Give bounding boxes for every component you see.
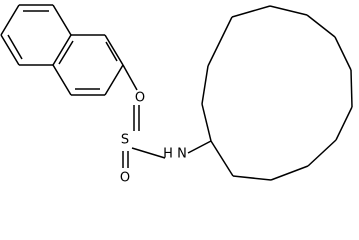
cyclododecane-ring [201, 5, 353, 181]
sulfonamide-bonds [122, 64, 212, 168]
oxygen-bottom-label: O [120, 171, 130, 186]
molecule-canvas: O S O H N [0, 4, 353, 186]
nitrogen-label: N [177, 147, 187, 162]
hydrogen-label: H [163, 147, 173, 162]
naphthalene-ring [0, 4, 124, 96]
structure-drawing: O S O H N [0, 4, 353, 186]
oxygen-top-label: O [135, 91, 145, 106]
sulfur-label: S [121, 133, 129, 148]
